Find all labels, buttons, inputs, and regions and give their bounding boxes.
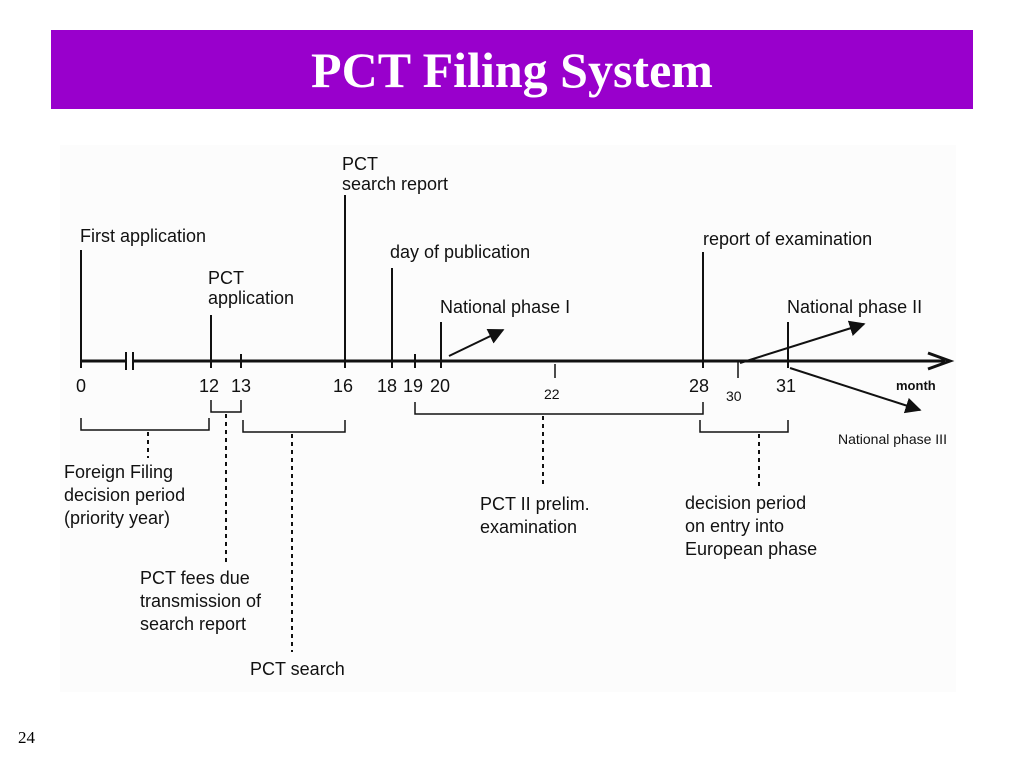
label-pct-fees-line3: search report xyxy=(140,614,246,634)
title-bar: PCT Filing System xyxy=(51,30,973,109)
bracket-foreign-filing xyxy=(80,418,210,431)
label-national-phase-3: National phase III xyxy=(838,431,947,447)
page-number: 24 xyxy=(18,728,35,747)
label-search-report-line1: PCT xyxy=(342,154,378,174)
label-decision-period-line3: European phase xyxy=(685,539,817,559)
label-foreign-filing-line3: (priority year) xyxy=(64,508,170,528)
label-pct-ii-prelim-line2: examination xyxy=(480,517,577,537)
label-pct-application-line2: application xyxy=(208,288,294,308)
label-decision-period-line1: decision period xyxy=(685,493,806,513)
bracket-decision-period xyxy=(699,420,789,433)
arrow-national-phase-3 xyxy=(789,367,922,414)
tick-label-13: 13 xyxy=(231,376,251,396)
tick-label-16: 16 xyxy=(333,376,353,396)
label-pct-fees-line1: PCT fees due xyxy=(140,568,250,588)
timeline-arrowhead xyxy=(927,351,955,371)
bracket-pct-ii-prelim xyxy=(414,402,704,415)
label-first-application: First application xyxy=(80,226,206,246)
tick-label-22: 22 xyxy=(544,386,560,402)
label-pct-fees-line2: transmission of xyxy=(140,591,262,611)
label-foreign-filing-line1: Foreign Filing xyxy=(64,462,173,482)
tick-label-30: 30 xyxy=(726,388,742,404)
bracket-pct-fees xyxy=(210,400,242,413)
unit-label: month xyxy=(896,378,936,393)
tick-label-0: 0 xyxy=(76,376,86,396)
arrow-national-phase-2 xyxy=(739,320,866,364)
tick-label-20: 20 xyxy=(430,376,450,396)
label-foreign-filing-line2: decision period xyxy=(64,485,185,505)
tick-label-28: 28 xyxy=(689,376,709,396)
label-decision-period-line2: on entry into xyxy=(685,516,784,536)
label-pct-search: PCT search xyxy=(250,659,345,679)
label-national-phase-2: National phase II xyxy=(787,297,922,317)
label-report-of-examination: report of examination xyxy=(703,229,872,249)
label-search-report-line2: search report xyxy=(342,174,448,194)
label-day-of-publication: day of publication xyxy=(390,242,530,262)
tick-label-18: 18 xyxy=(377,376,397,396)
arrow-national-phase-1 xyxy=(448,329,505,357)
slide-title: PCT Filing System xyxy=(311,42,713,98)
label-national-phase-1: National phase I xyxy=(440,297,570,317)
label-pct-ii-prelim-line1: PCT II prelim. xyxy=(480,494,590,514)
bracket-pct-search xyxy=(242,420,346,433)
tick-label-19: 19 xyxy=(403,376,423,396)
tick-label-31: 31 xyxy=(776,376,796,396)
tick-label-12: 12 xyxy=(199,376,219,396)
label-pct-application-line1: PCT xyxy=(208,268,244,288)
